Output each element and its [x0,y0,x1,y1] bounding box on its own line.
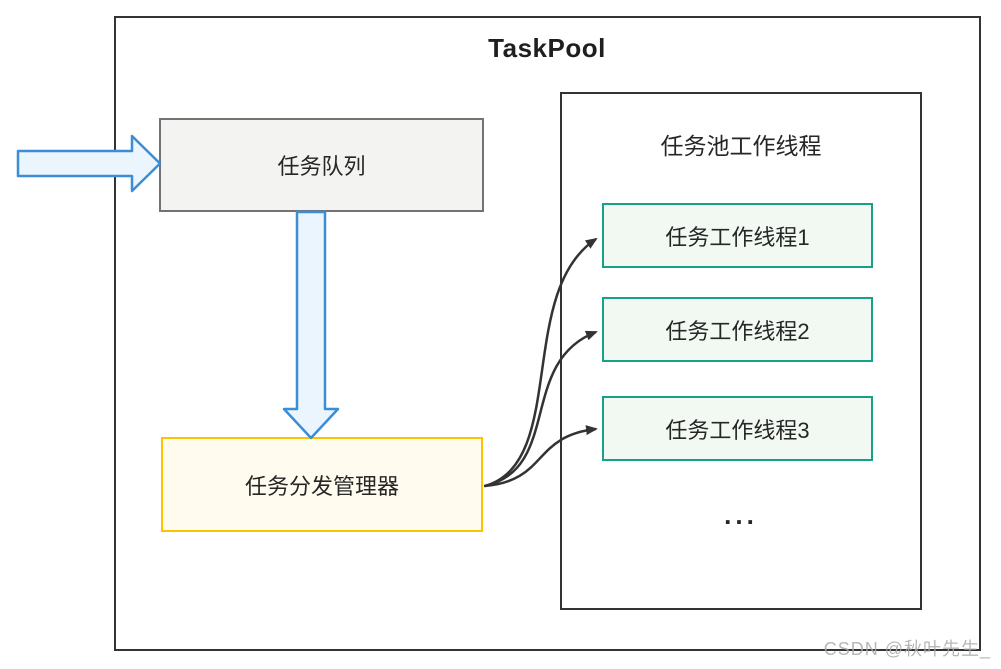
dispatcher-box: 任务分发管理器 [161,437,483,532]
watermark: CSDN @秋叶先生_ [823,639,991,659]
worker-panel-title: 任务池工作线程 [660,133,822,159]
worker-thread-2-box: 任务工作线程2 [602,297,873,362]
diagram-title: TaskPool [488,33,606,63]
worker-thread-1-label: 任务工作线程1 [665,224,810,250]
dispatcher-label: 任务分发管理器 [244,473,399,499]
worker-thread-1-box: 任务工作线程1 [602,203,873,268]
worker-thread-2-label: 任务工作线程2 [665,318,810,344]
more-workers-ellipsis: ... [724,500,758,530]
task-queue-box: 任务队列 [159,118,484,212]
worker-thread-3-label: 任务工作线程3 [665,417,810,443]
worker-thread-3-box: 任务工作线程3 [602,396,873,461]
task-queue-label: 任务队列 [277,154,366,179]
